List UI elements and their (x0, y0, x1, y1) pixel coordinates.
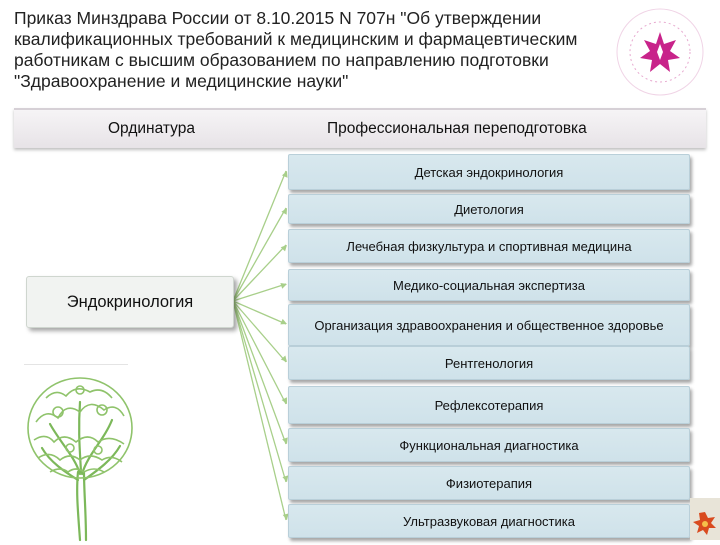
connector-line (232, 283, 287, 302)
header-residency: Ординатура (108, 120, 195, 137)
connector-arrowhead (280, 282, 287, 289)
corner-ornament-icon (690, 498, 720, 540)
connector-line (232, 300, 287, 405)
specialty-box: Рефлексотерапия (288, 386, 690, 424)
table-header-row: Ординатура Профессиональная переподготов… (14, 108, 706, 148)
specialty-box: Ультразвуковая диагностика (288, 504, 690, 538)
connector-line (232, 207, 287, 302)
connector-line (232, 244, 287, 302)
connector-line (232, 300, 287, 363)
connector-arrowhead (280, 355, 287, 362)
connector-arrowhead (281, 208, 287, 215)
specialty-box: Функциональная диагностика (288, 428, 690, 462)
header-retraining: Профессиональная переподготовка (327, 120, 587, 137)
specialty-box: Организация здравоохранения и общественн… (288, 304, 690, 346)
specialty-box: Рентгенология (288, 346, 690, 380)
connector-arrowhead (281, 171, 288, 178)
connector-line (232, 300, 287, 325)
connector-arrowhead (280, 318, 287, 325)
divider (24, 364, 128, 365)
connector-line (232, 300, 287, 483)
connector-arrowhead (280, 245, 287, 252)
connector-line (232, 300, 287, 521)
specialty-box: Медико-социальная экспертиза (288, 269, 690, 301)
source-specialty-box: Эндокринология (26, 276, 234, 328)
page-title: Приказ Минздрава России от 8.10.2015 N 7… (14, 8, 578, 91)
connector-arrowhead (282, 437, 288, 444)
specialty-box: Физиотерапия (288, 466, 690, 500)
ministry-emblem-icon (616, 8, 704, 96)
specialty-box: Детская эндокринология (288, 154, 690, 190)
brain-tree-icon (27, 377, 133, 542)
connector-arrowhead (281, 397, 287, 404)
specialty-box: Диетология (288, 194, 690, 224)
specialty-box: Лечебная физкультура и спортивная медици… (288, 229, 690, 263)
connector-line (232, 170, 287, 302)
connector-line (232, 300, 287, 445)
